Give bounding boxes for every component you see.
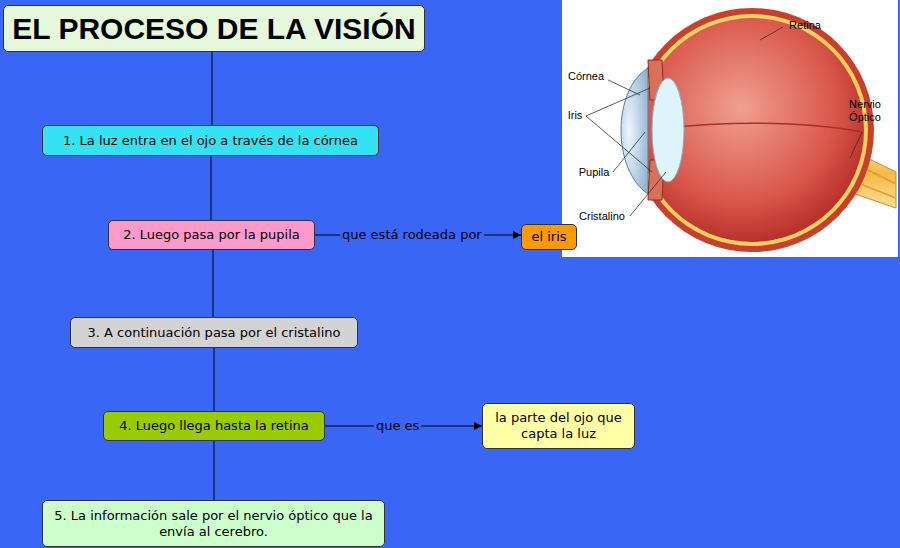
part-label: Nervio Óptico bbox=[838, 98, 892, 124]
step-box: 3. A continuación pasa por el cristalino bbox=[70, 317, 358, 348]
connector-label: que está rodeada por bbox=[340, 227, 484, 243]
box-text: 3. A continuación pasa por el cristalino bbox=[87, 325, 340, 341]
vitreous-fold bbox=[665, 123, 862, 132]
connector-label: que es bbox=[374, 418, 421, 434]
choroid bbox=[636, 14, 868, 246]
illustration-panel bbox=[562, 0, 898, 257]
part-label: Iris bbox=[564, 109, 586, 122]
definition-box: la parte del ojo que capta la luz bbox=[482, 403, 635, 449]
connector bbox=[211, 156, 212, 220]
leader-line bbox=[630, 172, 666, 216]
leader-line bbox=[760, 27, 783, 40]
box-text: 1. La luz entra en el ojo a través de la… bbox=[63, 133, 358, 149]
connector bbox=[214, 441, 215, 500]
term-box: el iris bbox=[521, 224, 577, 250]
part-label: Pupila bbox=[576, 166, 612, 179]
step-box: 2. Luego pasa por la pupila bbox=[108, 220, 315, 250]
box-text: 4. Luego llega hasta la retina bbox=[119, 418, 309, 434]
leader-line bbox=[608, 80, 640, 95]
step-box: 5. La información sale por el nervio ópt… bbox=[42, 500, 385, 547]
connector bbox=[214, 348, 215, 411]
connector bbox=[212, 52, 213, 125]
part-label: Cristalino bbox=[574, 210, 630, 223]
part-label: Retina bbox=[785, 19, 825, 32]
leader-line bbox=[613, 132, 645, 172]
cornea-shape bbox=[621, 68, 648, 194]
box-text: 5. La información sale por el nervio ópt… bbox=[49, 508, 378, 540]
connector bbox=[213, 250, 214, 317]
leader-line bbox=[586, 88, 650, 116]
box-text: el iris bbox=[531, 229, 566, 245]
lens-shape bbox=[652, 78, 684, 182]
retina-layer bbox=[640, 18, 864, 242]
title-box: EL PROCESO DE LA VISIÓN bbox=[3, 5, 425, 52]
leader-line bbox=[586, 116, 652, 172]
box-text: EL PROCESO DE LA VISIÓN bbox=[12, 12, 415, 46]
step-box: 1. La luz entra en el ojo a través de la… bbox=[42, 125, 379, 156]
step-box: 4. Luego llega hasta la retina bbox=[103, 411, 325, 441]
sclera bbox=[630, 8, 874, 252]
leader-line bbox=[850, 132, 862, 158]
box-text: 2. Luego pasa por la pupila bbox=[123, 227, 300, 243]
box-text: la parte del ojo que capta la luz bbox=[489, 410, 628, 442]
part-label: Córnea bbox=[564, 70, 608, 83]
